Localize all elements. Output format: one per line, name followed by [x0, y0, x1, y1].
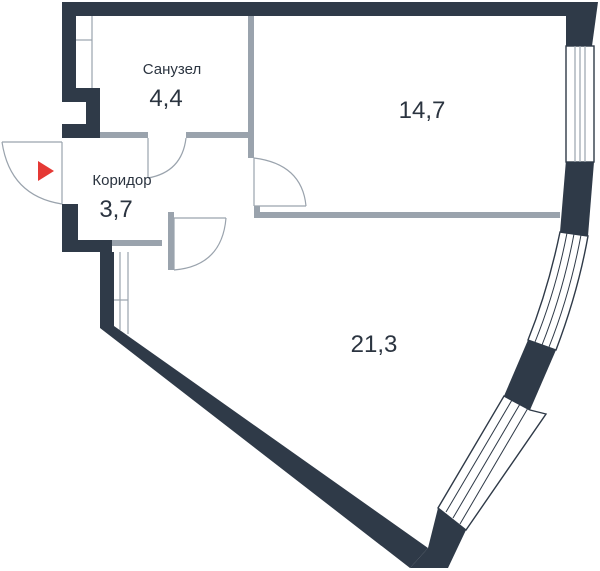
wall-corner-bottom: [410, 508, 466, 568]
partition-corridor-door-jamb: [168, 212, 174, 270]
bathroom-door: [147, 137, 187, 179]
wall-left-lower: [62, 204, 78, 240]
window-right-curved: [527, 231, 589, 351]
window-bottom-diagonal: [437, 395, 548, 532]
window-upper-right: [565, 45, 595, 163]
windows: [437, 45, 595, 532]
doors: [1, 137, 307, 271]
wall-left-upper: [62, 2, 76, 88]
room-top-door: [253, 157, 307, 207]
wall-left-column: [100, 252, 114, 316]
room-name-corridor: Коридор: [92, 172, 151, 189]
wall-diagonal: [100, 316, 428, 568]
room-name-bathroom: Санузел: [143, 61, 201, 78]
partition-corridor-bottom: [112, 240, 162, 246]
room-area-main: 21,3: [351, 331, 398, 358]
room-area-top: 14,7: [399, 97, 446, 124]
room-area-bathroom: 4,4: [149, 85, 182, 112]
wall-right-mid: [560, 160, 594, 236]
partition-rooms-divider: [254, 212, 560, 218]
room-main-door: [173, 217, 227, 271]
wall-left-notch: [62, 88, 100, 138]
wall-top: [62, 2, 566, 16]
entrance-arrow-icon: [38, 161, 54, 181]
wall-right-lower: [504, 340, 556, 410]
partition-bathroom-bottom-left: [100, 132, 148, 138]
exterior-walls: [62, 2, 598, 568]
wall-left-step: [62, 240, 112, 252]
partition-bathroom-bottom-right: [186, 132, 254, 138]
room-area-corridor: 3,7: [99, 196, 132, 223]
partition-bathroom-right: [248, 16, 254, 138]
wall-corner-top-right: [566, 2, 598, 46]
entrance-door: [1, 141, 63, 205]
partitions: [76, 16, 560, 334]
partition-corridor-right: [248, 138, 254, 158]
